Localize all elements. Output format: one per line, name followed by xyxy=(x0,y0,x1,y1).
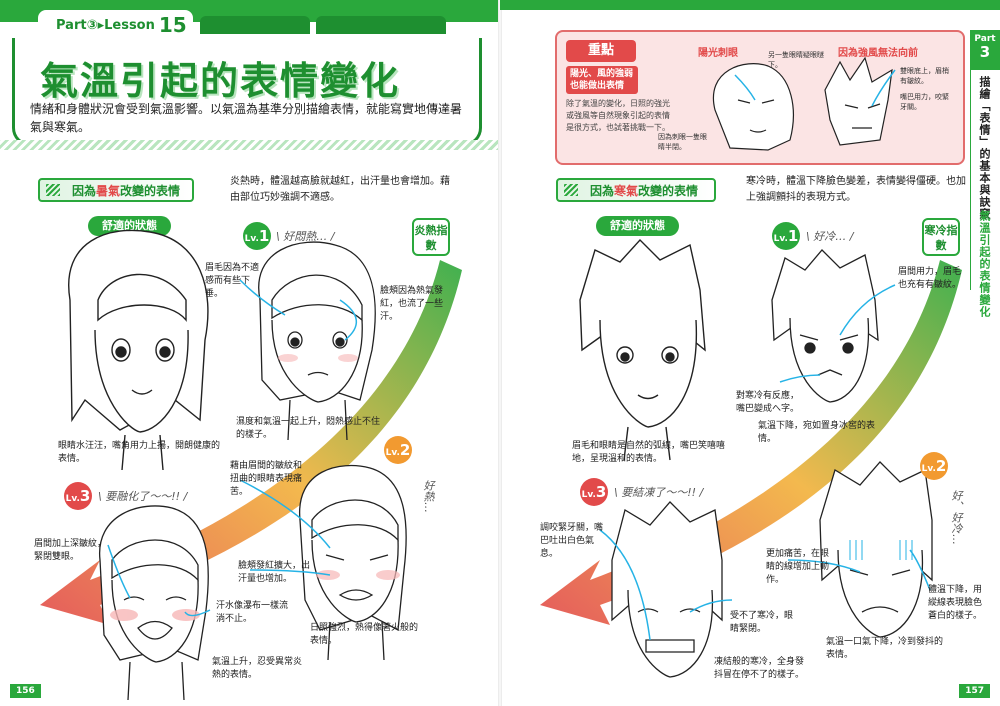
lv1-mood-right: \ 好冷… / xyxy=(806,230,854,243)
section-cold-post: 改變的表情 xyxy=(638,183,699,198)
header-tab-slot xyxy=(316,16,446,34)
section-cold-desc: 寒冷時，體溫下降臉色變差，表情變得僵硬。也加上強調顫抖的表現方式。 xyxy=(746,176,966,203)
tip-heading-sun: 陽光刺眼 xyxy=(698,48,738,59)
lv2-face-girl xyxy=(299,464,407,661)
comfort-face-girl xyxy=(68,229,209,471)
tip-sun-face xyxy=(712,63,794,151)
section-heat-desc: 炎熱時，體溫越高臉就越紅，出汗量也會增加。藉由部位巧妙強調不適感。 xyxy=(230,176,450,203)
intro-text: 情緒和身體狀況會受到氣溫影響。以氣溫為基準分別描繪表情，就能寫實地傳達暑氣與寒氣… xyxy=(30,102,463,134)
heat-level-arrow xyxy=(40,260,462,625)
section-heat-highlight: 暑氣 xyxy=(96,183,121,198)
lesson-tab: Part③▸Lesson 15 xyxy=(38,10,193,40)
cap-lv3-sweat: 汗水像瀑布一樣流淌不止。 xyxy=(216,601,289,624)
section-cold-pre: 因為 xyxy=(590,183,615,198)
tip-ann-squint: 因為刺眼一隻眼睛半閉。 xyxy=(658,133,707,151)
cap-lv3: 氣溫上升，忍受異常炎熱的表情。 xyxy=(212,657,303,680)
side-part-text: Part xyxy=(974,34,996,44)
cap-lv2-brow: 藉由眉間的皺紋和扭曲的眼睛表現痛苦。 xyxy=(230,461,303,497)
side-tab xyxy=(970,30,1000,290)
comfort-label: 舒適的狀態 xyxy=(88,216,171,236)
cap-cold-lv3: 凍結般的寒冷，全身發抖冒在停不了的樣子。 xyxy=(714,657,805,680)
lv3-mood: \ 要融化了～～!! / xyxy=(98,490,188,503)
section-heat-header: 因為暑氣改變的表情 xyxy=(38,178,194,202)
tip-wind-face xyxy=(824,56,893,146)
gutter xyxy=(498,0,502,706)
tip-subtitle: 陽光、風的強弱也能做出表情 xyxy=(566,66,638,94)
cap-cold-comfort: 眉毛和眼睛是自然的弧線，嘴巴笑嘻嘻地，呈現溫和的表情。 xyxy=(572,441,726,464)
section-heat-post: 改變的表情 xyxy=(120,183,181,198)
level-3-badge-right: Lv.3 xyxy=(580,478,608,506)
cap-lv2-cheek: 臉頰發紅擴大，出汗量也增加。 xyxy=(238,561,311,584)
cold-level-arrow xyxy=(540,260,962,625)
header-band-right xyxy=(500,0,1000,10)
comfort-face-boy xyxy=(579,238,706,461)
cap-lv1: 濕度和氣溫一起上升，悶熱感止不住的樣子。 xyxy=(236,417,381,440)
comfort-label-right: 舒適的狀態 xyxy=(596,216,679,236)
page-number-right: 157 xyxy=(959,684,990,698)
cold-index-badge: 寒冷指數 xyxy=(922,218,960,256)
side-lesson-title: 氣溫引起的表情變化 xyxy=(978,210,991,318)
tip-ann-eye: 另一隻眼睛疑眼瞇下。 xyxy=(768,51,824,69)
cold-illustrations xyxy=(540,56,962,678)
right-page: Part 3 描繪「表情」的基本與訣竅 氣溫引起的表情變化 重點 陽光、風的強弱… xyxy=(500,0,1000,706)
page-title: 氣溫引起的表情變化 xyxy=(40,59,401,103)
part-label: Part③▸Lesson xyxy=(56,17,155,33)
lv3-face-boy xyxy=(611,501,723,678)
cap-cold-lv2-cheek: 體溫下降，用縱線表現臉色蒼白的樣子。 xyxy=(928,585,983,621)
tip-ann-teeth: 嘴巴用力，咬緊牙關。 xyxy=(900,93,949,111)
cold-callout-lines xyxy=(599,69,931,641)
level-3-badge: Lv.3 xyxy=(64,482,92,510)
left-page: Part③▸Lesson 15 氣溫引起的表情變化 情緒和身體狀況會受到氣溫影響… xyxy=(0,0,500,701)
cap-lv3-brow: 眉間加上深皺紋，緊閉雙眼。 xyxy=(34,539,107,562)
tip-body: 除了氣溫的變化，日照的強光或強風等自然現象引起的表情是很方式，也試著挑戰一下。 xyxy=(566,99,670,132)
cap-comfort: 眼睛水汪汪，嘴角用力上揚，開朗健康的表情。 xyxy=(58,441,221,464)
cap-cold-lv3-eye: 受不了寒冷，眼睛緊閉。 xyxy=(730,611,794,634)
lv3-face-girl xyxy=(99,505,209,701)
cap-cold-lv2: 氣溫一口氣下降，冷到發抖的表情。 xyxy=(826,637,944,660)
side-chapter-title: 描繪「表情」的基本與訣竅 xyxy=(978,76,991,220)
cap-lv1-brow: 眉毛因為不適感而有些下垂。 xyxy=(205,263,260,299)
heat-callout-lines xyxy=(107,279,357,617)
cap-cold-lv1-brow: 眉間用力，眉毛也充有有皺紋。 xyxy=(898,267,962,290)
heat-index-badge: 炎熱指數 xyxy=(412,218,450,256)
cap-cold-lv1: 氣溫下降，宛如置身冰窖的表情。 xyxy=(758,421,876,444)
header-stripe xyxy=(0,140,500,150)
cap-lv2: 日照強烈，熱得像著火般的表情。 xyxy=(310,623,419,646)
section-heat-pre: 因為 xyxy=(72,183,97,198)
lv2-mood-right: 好、好冷… xyxy=(950,490,963,545)
cap-cold-lv3-teeth: 調咬緊牙關，嘴巴吐出白色氣息。 xyxy=(540,523,604,559)
level-1-badge-right: Lv.1 xyxy=(772,222,800,250)
cold-pale-lines xyxy=(849,540,913,560)
tip-ann-brow: 雙眼底上，眉梢有皺紋。 xyxy=(900,67,949,85)
section-cold-highlight: 寒氣 xyxy=(614,183,639,198)
section-cold-header: 因為寒氣改變的表情 xyxy=(556,178,716,202)
side-part-label: Part 3 xyxy=(970,30,1000,70)
level-2-badge-right: Lv.2 xyxy=(920,452,948,480)
tip-label: 重點 xyxy=(566,40,636,62)
side-part-number: 3 xyxy=(979,43,991,61)
lv1-mood: \ 好悶熱… / xyxy=(276,230,335,243)
heat-illustrations xyxy=(40,229,462,701)
lesson-number: 15 xyxy=(158,13,187,37)
lv2-face-boy xyxy=(819,461,933,638)
page-number-left: 156 xyxy=(10,684,41,698)
cap-cold-lv1-mouth: 對寒冷有反應，嘴巴變成へ字。 xyxy=(736,391,800,414)
level-2-badge: Lv.2 xyxy=(384,436,412,464)
header-tab-slot xyxy=(200,16,310,34)
tip-heading-wind: 因為強風無法向前 xyxy=(838,48,918,59)
cap-cold-lv2-eye: 更加痛苦，在眼睛的線增加上動作。 xyxy=(766,549,830,585)
level-1-badge: Lv.1 xyxy=(243,222,271,250)
title-box xyxy=(12,38,482,146)
cap-lv1-cheek: 臉頰因為熱氣發紅，也流了一些汗。 xyxy=(380,286,444,322)
lv2-mood: 好熱… xyxy=(422,480,435,513)
lv1-face-girl xyxy=(258,241,376,441)
lv3-mood-right: \ 要結凍了～～!! / xyxy=(614,486,704,499)
